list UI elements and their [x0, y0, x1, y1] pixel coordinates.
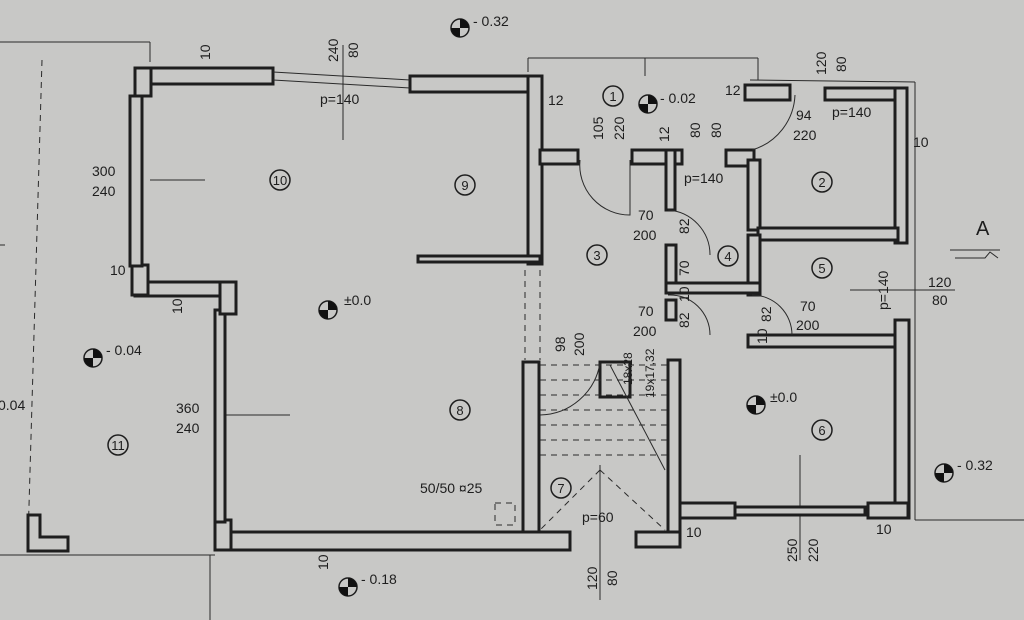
dim: 12: [656, 126, 672, 142]
dim: p=140: [320, 91, 360, 107]
dim: 250: [784, 538, 800, 562]
level-room6: ±0.0: [770, 389, 797, 405]
dim: 10: [315, 554, 331, 570]
dim: 12: [725, 82, 741, 98]
level-marker-icon: [83, 348, 103, 368]
dim: p=140: [875, 270, 891, 310]
guide-lines: [0, 41, 1024, 620]
dim: 105: [590, 116, 606, 140]
dim: 220: [805, 538, 821, 562]
dim: 10: [686, 524, 702, 540]
level-top: - 0.32: [473, 13, 509, 29]
dim: 10: [876, 521, 892, 537]
section-label: A: [976, 218, 990, 240]
dim: 82: [676, 312, 692, 328]
level-marker-icon: [450, 18, 470, 38]
dim: 94: [796, 107, 812, 123]
level-entry: - 0.02: [660, 90, 696, 106]
dim: 200: [633, 227, 657, 243]
dim: 200: [571, 332, 587, 356]
dim: 10: [110, 262, 126, 278]
room-labels: 1 2 3 4 5 6 7 8 9 10 11: [107, 85, 833, 499]
dim: 240: [176, 420, 200, 436]
room-9: 9: [461, 178, 468, 193]
dim: 80: [687, 122, 703, 138]
dim: 120: [928, 274, 952, 290]
staircase: [539, 364, 668, 531]
door-swings: [539, 94, 796, 416]
dim: p=140: [832, 104, 872, 120]
dim: 360: [176, 400, 200, 416]
room-10: 10: [273, 173, 287, 188]
dim: 12: [548, 92, 564, 108]
level-marker-icon: [338, 577, 358, 597]
room-1: 1: [609, 89, 616, 104]
level-bottom: - 0.18: [361, 571, 397, 587]
dim: 10: [169, 298, 185, 314]
room-6: 6: [818, 423, 825, 438]
level-left-edge: 0.04: [0, 397, 25, 413]
dim: 10: [197, 44, 213, 60]
room-11: 11: [111, 438, 125, 453]
dim: 80: [345, 42, 361, 58]
dim: 200: [633, 323, 657, 339]
dim: 300: [92, 163, 116, 179]
section-marker: A: [955, 218, 999, 259]
dim: 80: [708, 122, 724, 138]
dimensions: 10 240 80 p=140 12 105 220 12 80 80 12 1…: [92, 38, 952, 590]
dim: 80: [604, 570, 620, 586]
level-marker-icon: [318, 300, 338, 320]
dim: 70: [638, 303, 654, 319]
dim: 10: [676, 286, 692, 302]
level-markers: [83, 18, 954, 597]
level-marker-icon: [934, 463, 954, 483]
dim: 70: [800, 298, 816, 314]
dim: 80: [833, 56, 849, 72]
level-terrace: - 0.04: [106, 342, 142, 358]
dim: 120: [584, 566, 600, 590]
room-5: 5: [818, 261, 825, 276]
level-living: ±0.0: [344, 292, 371, 308]
dim: 98: [552, 336, 568, 352]
drain-label: 50/50 ¤25: [420, 480, 482, 496]
dim: 240: [92, 183, 116, 199]
level-marker-icon: [638, 94, 658, 114]
room-8: 8: [456, 403, 463, 418]
room-4: 4: [724, 249, 731, 264]
floor-drain: [494, 502, 516, 526]
dim: 82: [676, 218, 692, 234]
level-marker-icon: [746, 395, 766, 415]
dim: 80: [932, 292, 948, 308]
room-7: 7: [557, 481, 564, 496]
dim: 18x28: [621, 352, 635, 385]
dim: 220: [611, 116, 627, 140]
room-3: 3: [593, 248, 600, 263]
dim: p=140: [684, 170, 724, 186]
dim: 70: [638, 207, 654, 223]
dim: 120: [813, 51, 829, 75]
dim: 82: [758, 306, 774, 322]
dim: p=60: [582, 509, 614, 525]
room-2: 2: [818, 175, 825, 190]
level-right: - 0.32: [957, 457, 993, 473]
dim: 10: [754, 328, 770, 344]
dim: 70: [676, 260, 692, 276]
dim: 220: [793, 127, 817, 143]
dim: 240: [325, 38, 341, 62]
dim: 200: [796, 317, 820, 333]
dim: 10: [913, 134, 929, 150]
dim: 19x17,32: [643, 348, 657, 398]
walls: [26, 66, 911, 553]
